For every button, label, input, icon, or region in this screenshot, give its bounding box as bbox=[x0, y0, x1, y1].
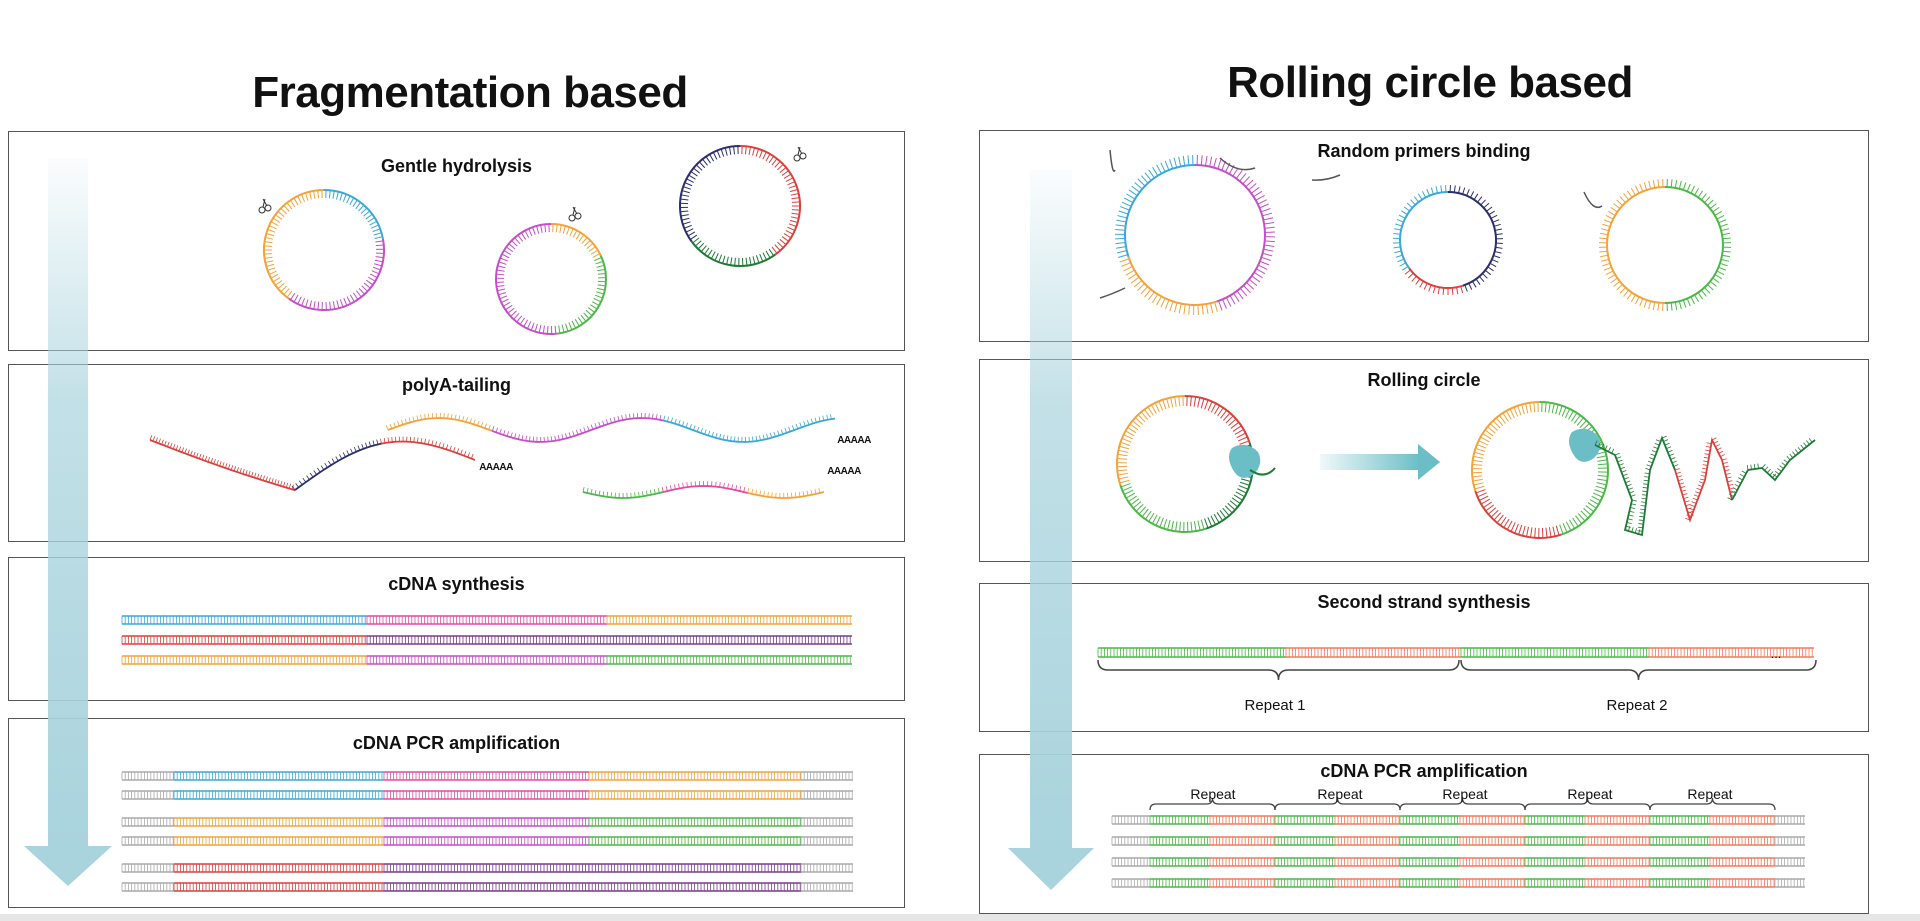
cdna-duplexes bbox=[121, 615, 852, 665]
left-column-title: Fragmentation based bbox=[252, 68, 688, 117]
panel-random-primers: Random primers binding bbox=[979, 130, 1869, 342]
right-column-title: Rolling circle based bbox=[1227, 58, 1633, 107]
panel-title-gentle-hydrolysis: Gentle hydrolysis bbox=[380, 156, 533, 176]
polymerase-icon bbox=[1229, 428, 1601, 478]
panel-polya-tailing: polyA-tailing bbox=[8, 364, 905, 542]
template-circle-3 bbox=[1599, 179, 1731, 311]
panel-title-cdna-pcr-right: cDNA PCR amplification bbox=[1320, 761, 1528, 781]
repeat-label-4: Repeat bbox=[1567, 786, 1613, 802]
panel-title-polya-tailing: polyA-tailing bbox=[402, 375, 511, 395]
polya-label-1: AAAAA bbox=[479, 462, 513, 473]
panel-cdna-synthesis: cDNA synthesis bbox=[8, 557, 905, 701]
displaced-strand bbox=[1594, 435, 1816, 537]
repeat-label-1: Repeat bbox=[1190, 786, 1236, 802]
ellipsis-label: ... bbox=[1770, 646, 1782, 661]
panel-cdna-pcr-right: cDNA PCR amplification bbox=[979, 754, 1869, 914]
rna-circle-3 bbox=[679, 145, 801, 267]
polya-label-3: AAAAA bbox=[827, 466, 861, 477]
pcr-products-left bbox=[121, 771, 853, 892]
random-primers bbox=[1099, 149, 1603, 299]
rna-circle-2 bbox=[495, 223, 607, 335]
rolling-circle-arrow bbox=[1320, 444, 1440, 480]
bottom-edge bbox=[0, 914, 1920, 921]
rna-fragment-3 bbox=[582, 480, 825, 499]
repeat-1-label: Repeat 1 bbox=[1244, 697, 1306, 714]
panel-second-strand: Second strand synthesis bbox=[979, 583, 1869, 732]
panel-title-random-primers: Random primers binding bbox=[1317, 141, 1531, 161]
template-circle-2 bbox=[1393, 185, 1503, 295]
repeat-2-label: Repeat 2 bbox=[1606, 697, 1668, 714]
rna-fragment-2 bbox=[385, 412, 836, 443]
polya-label-2: AAAAA bbox=[837, 435, 871, 446]
panel-title-cdna-pcr-left: cDNA PCR amplification bbox=[352, 733, 561, 753]
panel-cdna-pcr-left: cDNA PCR amplification bbox=[8, 718, 905, 908]
panel-title-rolling-circle: Rolling circle bbox=[1367, 370, 1481, 390]
repeat-label-3: Repeat bbox=[1442, 786, 1488, 802]
right-process-arrow bbox=[1008, 170, 1094, 890]
template-circle-1 bbox=[1114, 155, 1275, 315]
rolling-circle-2 bbox=[1471, 401, 1609, 539]
second-strand-product bbox=[1097, 647, 1817, 681]
rna-fragment-1 bbox=[149, 435, 476, 492]
panel-title-cdna-synthesis: cDNA synthesis bbox=[388, 574, 525, 594]
repeat-label-2: Repeat bbox=[1317, 786, 1363, 802]
left-process-arrow bbox=[24, 158, 112, 886]
panel-title-second-strand: Second strand synthesis bbox=[1317, 592, 1531, 612]
scissors-icon bbox=[568, 206, 582, 222]
repeat-label-5: Repeat bbox=[1687, 786, 1733, 802]
pcr-products-right bbox=[1111, 797, 1805, 888]
scissors-icon bbox=[793, 146, 807, 162]
rna-circle-1 bbox=[263, 189, 385, 311]
scissors-icon bbox=[258, 198, 272, 214]
panel-gentle-hydrolysis: Gentle hydrolysis bbox=[8, 131, 905, 351]
panel-rolling-circle: Rolling circle bbox=[979, 359, 1869, 562]
